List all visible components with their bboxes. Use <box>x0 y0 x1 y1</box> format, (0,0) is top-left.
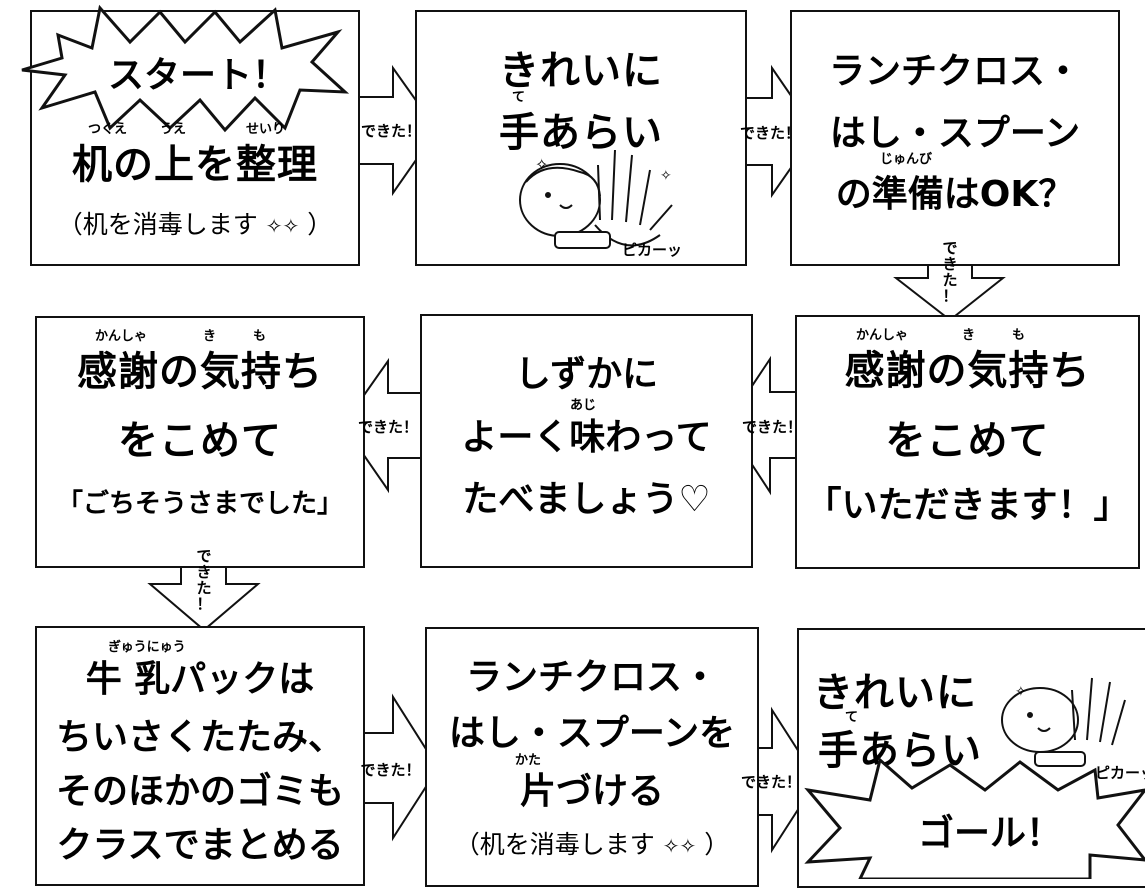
arrow-label-5: できた！ <box>360 761 421 779</box>
step2-line1: きれいに <box>499 48 663 94</box>
arrow-label-v2: で き た ！ <box>196 547 212 613</box>
ruby-4a: かんしゃ <box>856 328 909 343</box>
step2-line2: 手あらい <box>499 110 663 156</box>
ruby-4b: き <box>962 328 976 343</box>
step-box-8 <box>425 627 759 887</box>
goal-label: ゴール！ <box>917 813 1062 854</box>
ruby-6a: かんしゃ <box>95 329 148 344</box>
step7-line3: そのほかのゴミも <box>55 771 344 812</box>
step-box-6 <box>35 316 365 568</box>
sparkle-icon: ✧✧ <box>662 834 697 858</box>
step5-line2: よーく味わって <box>461 417 712 458</box>
step-box-3 <box>790 10 1120 266</box>
step4-line3: 「いただきます！」 <box>805 485 1130 526</box>
step7-line1: 牛 乳パックは <box>85 659 315 700</box>
step5-line1: しずかに <box>514 354 659 395</box>
ruby-6c: も <box>253 329 267 344</box>
arrow-label-3: できた！ <box>741 418 802 436</box>
step4-line1: 感謝の気持ち <box>844 348 1091 394</box>
step1-note-close: ） <box>307 210 333 239</box>
svg-text:✧: ✧ <box>660 168 672 184</box>
step8-line3: 片づける <box>519 771 664 812</box>
ruby-9a: て <box>845 710 859 725</box>
ruby-4c: も <box>1012 328 1026 343</box>
step3-line1: ランチクロス・ <box>828 51 1081 92</box>
step-box-5 <box>420 314 753 568</box>
step8-line1: ランチクロス・ <box>465 657 718 698</box>
ruby-8a: かた <box>515 753 542 768</box>
step1-note: （机を消毒します ✧✧ ） <box>30 205 360 241</box>
step6-line1: 感謝の気持ち <box>77 349 323 395</box>
step-box-7 <box>35 626 365 886</box>
ruby-1b: うえ <box>160 122 187 137</box>
step1-line1: 机の上を整理 <box>72 142 318 188</box>
ruby-1a: つくえ <box>88 122 128 137</box>
ruby-2a: て <box>512 90 526 105</box>
step6-line3: 「ごちそうさまでした」 <box>56 489 343 519</box>
ruby-6b: き <box>203 329 217 344</box>
step8-note-close: ） <box>704 830 730 859</box>
arrow-label-6: できた！ <box>740 773 801 791</box>
step4-line2: をこめて <box>885 418 1050 464</box>
step3-line2: はし・スプーン <box>829 113 1081 154</box>
step8-line2: はし・スプーンを <box>448 713 736 754</box>
pikaa-text-1: ピカーッ <box>622 241 682 259</box>
svg-text:✧: ✧ <box>535 155 548 174</box>
step9-line1: きれいに <box>813 670 977 716</box>
pikaa-text-2: ピカーッ <box>1095 764 1145 782</box>
step5-line3: たべましょう♡ <box>462 479 711 520</box>
step8-note-text: （机を消毒します <box>454 830 655 859</box>
ruby-1c: せいり <box>246 122 286 137</box>
step-box-4 <box>795 315 1140 569</box>
step6-line2: をこめて <box>118 418 282 464</box>
step8-note: （机を消毒します ✧✧ ） <box>425 825 759 861</box>
start-label: スタート！ <box>108 55 289 96</box>
ruby-7a: ぎゅうにゅう <box>108 640 186 655</box>
ruby-3a: じゅんび <box>880 152 933 167</box>
arrow-label-v1: で き た ！ <box>942 239 958 305</box>
arrow-label-1: できた！ <box>360 122 421 140</box>
arrow-label-2: できた！ <box>739 124 800 142</box>
arrow-label-4: できた！ <box>357 418 418 436</box>
svg-text:✧: ✧ <box>1015 684 1027 700</box>
step7-line4: クラスでまとめる <box>56 825 344 866</box>
step7-line2: ちいさくたたみ、 <box>55 717 344 758</box>
sparkle-icon: ✧✧ <box>265 214 300 238</box>
step3-line3: の準備はOK？ <box>835 174 1075 215</box>
step1-note-text: （机を消毒します <box>57 210 258 239</box>
ruby-5a: あじ <box>570 398 597 413</box>
